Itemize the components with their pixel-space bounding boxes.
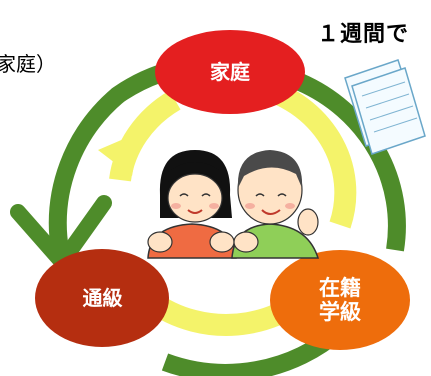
girl-figure	[147, 150, 237, 259]
resource-room-node-label: 通級	[82, 285, 123, 310]
home-circle	[155, 30, 305, 114]
children-illustration	[147, 150, 320, 259]
boy-figure	[231, 150, 320, 259]
cycle-arrowhead	[10, 195, 112, 270]
cropped-caption-fragment: 家庭）	[0, 52, 56, 76]
homeroom-node-label: 在籍 学級	[270, 250, 410, 350]
documents-icon	[344, 59, 426, 155]
homeroom-label-line1: 在籍	[319, 275, 361, 300]
period-caption: １週間で	[317, 22, 410, 47]
resource-room-circle	[35, 249, 169, 347]
homeroom-label-line2: 学級	[319, 300, 361, 324]
homeroom-circle	[270, 250, 410, 350]
home-node-label: 家庭	[210, 59, 250, 84]
